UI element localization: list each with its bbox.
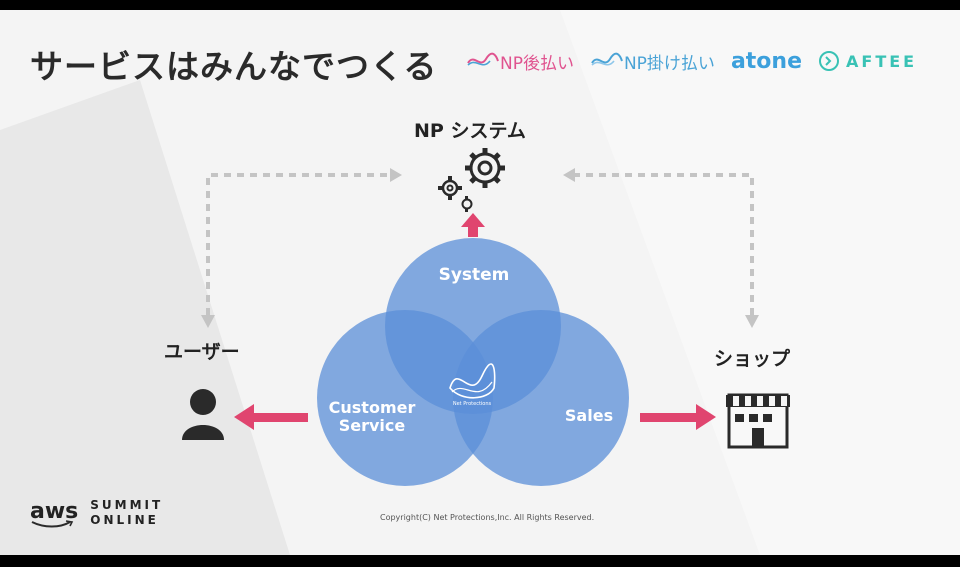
np-atobarai-text: NP後払い [500, 53, 574, 74]
dashed-connectors [206, 173, 754, 315]
gear-icon [441, 148, 505, 210]
atone-logo: atone [731, 49, 802, 74]
arrow-up-shaft [468, 225, 478, 237]
aftee-logo: AFTEE [818, 50, 917, 72]
np-wave-icon [591, 52, 623, 66]
slide-title: サービスはみんなでつくる [30, 47, 438, 86]
aftee-text: AFTEE [846, 51, 918, 71]
net-protections-wave-icon [449, 363, 496, 399]
aws-smile-icon [31, 519, 74, 527]
np-kakebarai-text: NP掛け払い [623, 53, 715, 74]
venn-diagram: System Customer Service Sales Net Protec… [182, 148, 790, 486]
circle-sales [453, 310, 629, 486]
slide: サービスはみんなでつくる NP後払い NP掛け払い atone AFTEE [0, 10, 960, 555]
circle-label-service: Service [339, 416, 406, 435]
np-kakebarai-logo: NP掛け払い [590, 49, 715, 74]
arrow-right-head [696, 404, 716, 430]
pink-arrows [234, 213, 716, 430]
copyright-text: Copyright(C) Net Protections,Inc. All Ri… [380, 513, 595, 522]
circle-label-system: System [439, 265, 510, 285]
circle-customer-service [317, 310, 493, 486]
arrow-left-shaft [252, 413, 308, 422]
net-protections-text: Net Protections [453, 401, 492, 407]
small-gears [438, 176, 468, 212]
shop-label: ショップ [714, 348, 791, 370]
circle-label-customer: Customer [329, 398, 416, 417]
summit-online-text: SUMMIT ONLINE [90, 498, 163, 528]
arrow-right-shaft [640, 413, 698, 422]
np-system-label: NP システム [414, 120, 526, 142]
online-text: ONLINE [90, 513, 159, 527]
user-label: ユーザー [164, 341, 240, 363]
net-protections-logo: Net Protections [449, 363, 496, 407]
np-wave-icon [467, 52, 499, 66]
arrow-up-head [461, 213, 485, 227]
brand-logos: NP後払い NP掛け払い atone AFTEE [466, 48, 933, 74]
dashed-line-left [206, 173, 390, 315]
aws-logo-text: aws [30, 498, 79, 524]
aftee-circle-icon [819, 51, 839, 71]
circle-label-sales: Sales [565, 406, 613, 425]
dashed-arrowhead-left-top [390, 168, 402, 182]
aws-summit-logo: aws SUMMIT ONLINE [30, 498, 163, 528]
arrow-left-head [234, 404, 254, 430]
dashed-arrowhead-right-down [745, 315, 759, 328]
dashed-arrowhead-left-down [201, 315, 215, 328]
atone-text: atone [730, 48, 802, 74]
dashed-arrowhead-right-top [563, 168, 575, 182]
dashed-line-right [575, 173, 754, 315]
shop-icon [726, 393, 790, 449]
summit-text: SUMMIT [90, 498, 164, 512]
venn-circles [317, 238, 629, 486]
user-icon [182, 389, 224, 440]
np-atobarai-logo: NP後払い [466, 49, 574, 74]
